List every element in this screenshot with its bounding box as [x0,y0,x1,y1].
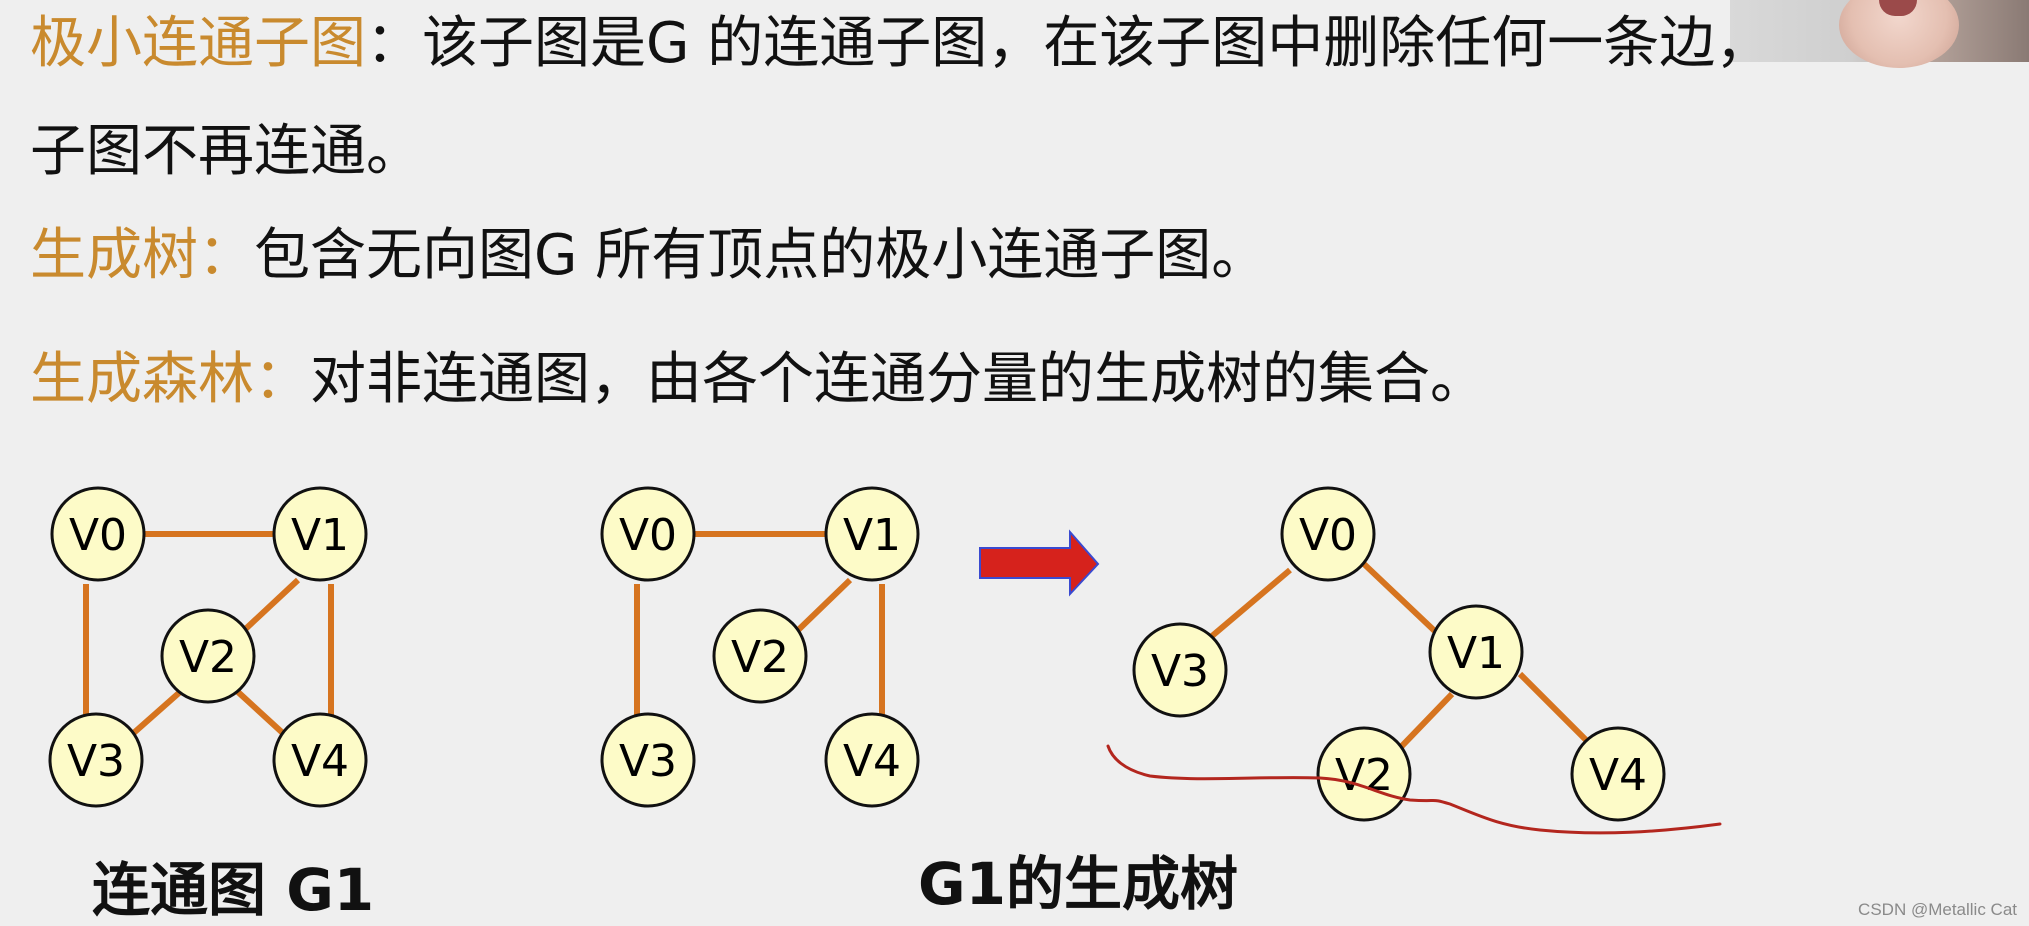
definition-spanning-tree: 生成树：包含无向图G 所有顶点的极小连通子图。 [30,222,1267,290]
graph1-edge-v2-v4 [235,689,289,739]
transform-arrow [979,529,1100,597]
graph1-node-label: V1 [291,510,349,561]
graph3-node-label: V4 [1589,750,1647,801]
term-min-connected-subgraph: 极小连通子图 [30,11,366,76]
graph3-node-v2: V2 [1316,726,1412,822]
graph1-node-v4: V4 [272,712,368,808]
definition-text-2: 子图不再连通。 [30,119,422,184]
definition-spanning-forest: 生成森林：对非连通图，由各个连通分量的生成树的集合。 [30,346,1486,414]
graph2-node-v4: V4 [824,712,920,808]
graph3-node-v4: V4 [1570,726,1666,822]
definition-min-connected-subgraph: 极小连通子图：该子图是G 的连通子图，在该子图中删除任何一条边， [30,10,1771,78]
graph2-node-label: V4 [843,736,901,787]
graph2-node-label: V3 [619,736,677,787]
watermark: CSDN @Metallic Cat [1858,900,2017,919]
graph3-node-v1: V1 [1428,604,1524,700]
graph1-node-v0: V0 [50,486,146,582]
graph1-node-v3: V3 [48,712,144,808]
graph1-node-label: V0 [69,510,127,561]
graph3-edge-v0-v3 [1210,567,1292,639]
definition-text-1: ：该子图是G 的连通子图，在该子图中删除任何一条边， [366,11,1772,76]
graph1-edge-v1-v2 [235,577,301,639]
graph2-node-label: V2 [731,632,789,683]
definition-continuation: 子图不再连通。 [30,118,422,186]
graph3-edge-v1-v2 [1397,691,1455,751]
graph1-node-label: V2 [179,632,237,683]
graph2-node-v3: V3 [600,712,696,808]
definition-text-3: 包含无向图G 所有顶点的极小连通子图。 [254,223,1268,288]
graph2-nodes: V0 V1 V2 V3 V4 [600,486,920,808]
graph1-caption: 连通图 G1 [92,856,375,924]
graph1-node-v1: V1 [272,486,368,582]
graph1-node-v2: V2 [160,608,256,704]
pen-annotation-stroke [1106,744,1722,835]
presenter-mouth [1879,0,1917,16]
term-spanning-forest: 生成森林： [30,347,310,412]
term-spanning-tree: 生成树： [30,223,254,288]
graph3-node-label: V3 [1151,646,1209,697]
graph3-caption: G1的生成树 [918,850,1238,918]
graph2-node-v0: V0 [600,486,696,582]
graph3-nodes: V0 V1 V2 V3 V4 [1132,486,1666,822]
graph3-edge-v1-v4 [1517,671,1595,749]
graph1-edge-v2-v3 [126,689,182,741]
presenter-webcam [1730,0,2029,68]
graph3-node-v3: V3 [1132,622,1228,718]
graph3-edge-v0-v1 [1361,561,1443,639]
graph3-node-v0: V0 [1280,486,1376,582]
graph3-edges [1210,561,1595,751]
graph2-node-v2: V2 [712,608,808,704]
graph1-node-label: V3 [67,736,125,787]
graph3-node-label: V0 [1299,510,1357,561]
definition-text-4: 对非连通图，由各个连通分量的生成树的集合。 [310,347,1486,412]
graph3-node-label: V1 [1447,628,1505,679]
graph1-node-label: V4 [291,736,349,787]
graph2-node-label: V1 [843,510,901,561]
graph2-node-v1: V1 [824,486,920,582]
graph2-edge-v1-v2 [789,577,853,639]
graph2-node-label: V0 [619,510,677,561]
graph1-nodes: V0 V1 V2 V3 V4 [48,486,368,808]
